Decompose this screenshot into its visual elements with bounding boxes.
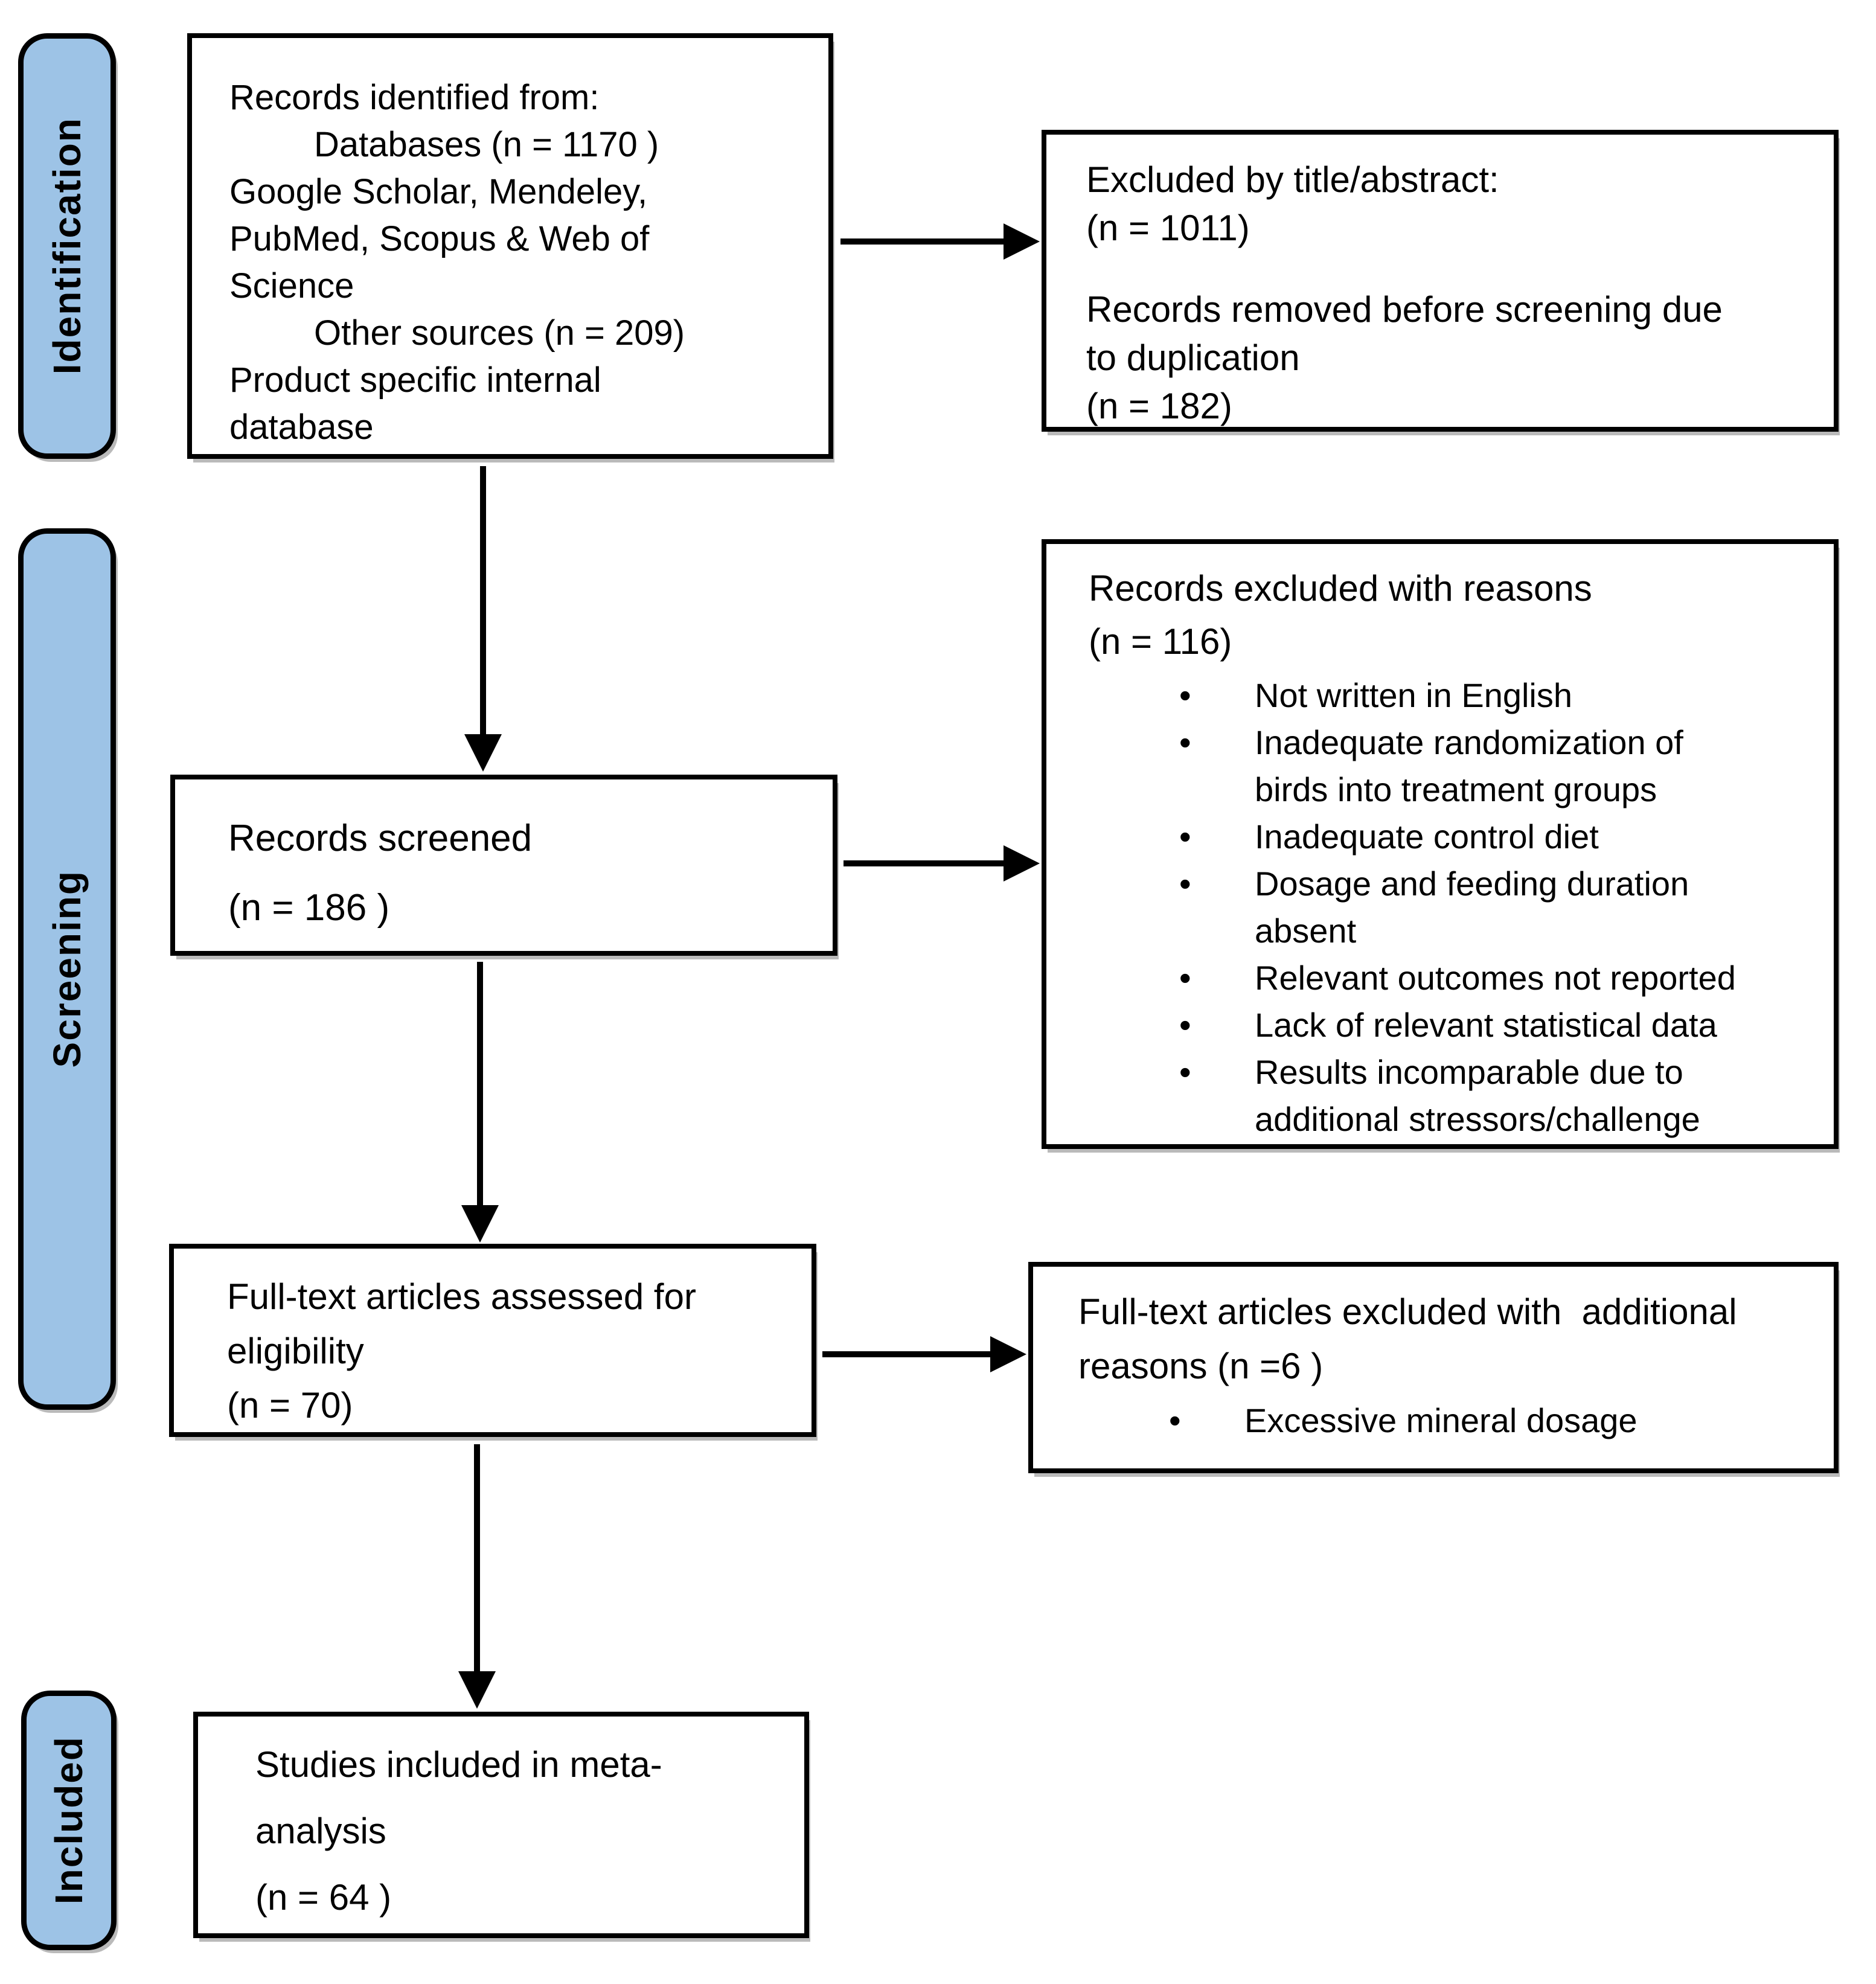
studies-included-line: Studies included in meta- bbox=[255, 1744, 662, 1785]
box-records-screened: Records screened (n = 186 ) bbox=[170, 775, 837, 956]
box-fulltext-excluded: Full-text articles excluded with additio… bbox=[1028, 1262, 1839, 1473]
box-records-excluded-reasons: Records excluded with reasons (n = 116) N… bbox=[1042, 539, 1839, 1149]
records-identified-line: PubMed, Scopus & Web of bbox=[229, 219, 650, 258]
stage-identification: Identification bbox=[18, 33, 116, 459]
arrow-shaft bbox=[822, 1351, 991, 1357]
records-identified-line: Databases (n = 1170 ) bbox=[314, 125, 659, 164]
arrow-head-down-icon bbox=[458, 1671, 496, 1709]
stage-included-label: Included bbox=[47, 1736, 91, 1905]
excluded-title-abstract-line: Records removed before screening due bbox=[1086, 289, 1723, 330]
studies-included-line: (n = 64 ) bbox=[255, 1877, 392, 1918]
arrow-shaft bbox=[480, 466, 486, 735]
exclusion-reason-item: Results incomparable due to additional s… bbox=[1089, 1049, 1825, 1143]
excluded-title-abstract-line: (n = 1011) bbox=[1086, 208, 1250, 248]
records-screened-line: (n = 186 ) bbox=[228, 887, 390, 929]
arrow-shaft bbox=[474, 1444, 480, 1672]
arrow-head-right-icon bbox=[990, 1336, 1026, 1372]
arrow-head-right-icon bbox=[1004, 223, 1040, 260]
excluded-title-abstract-line: to duplication bbox=[1086, 338, 1300, 378]
box-fulltext-assessed: Full-text articles assessed for eligibili… bbox=[169, 1244, 816, 1437]
arrow-shaft bbox=[844, 860, 1005, 866]
records-excluded-heading-line: (n = 116) bbox=[1089, 621, 1232, 662]
fulltext-excluded-heading-line: Full-text articles excluded with additio… bbox=[1078, 1291, 1737, 1332]
records-identified-line: Science bbox=[229, 266, 354, 306]
arrow-shaft bbox=[477, 962, 483, 1206]
stage-screening: Screening bbox=[18, 528, 116, 1410]
records-identified-line: database bbox=[229, 408, 374, 447]
stage-identification-label: Identification bbox=[45, 117, 89, 375]
fulltext-assessed-line: eligibility bbox=[227, 1331, 364, 1371]
arrow-head-right-icon bbox=[1004, 845, 1040, 882]
records-screened-line: Records screened bbox=[228, 818, 533, 859]
records-identified-line: Google Scholar, Mendeley, bbox=[229, 172, 648, 211]
arrow-shaft bbox=[840, 238, 1005, 245]
fulltext-excluded-heading-line: reasons (n =6 ) bbox=[1078, 1346, 1324, 1386]
exclusion-reason-item: Not written in English bbox=[1089, 672, 1825, 719]
stage-included: Included bbox=[21, 1691, 117, 1950]
arrow-head-down-icon bbox=[464, 734, 502, 772]
fulltext-assessed-line: Full-text articles assessed for bbox=[227, 1276, 696, 1317]
records-identified-line: Records identified from: bbox=[229, 78, 600, 117]
stage-screening-label: Screening bbox=[45, 870, 89, 1068]
exclusion-reason-item: Dosage and feeding duration absent bbox=[1089, 860, 1825, 955]
exclusion-reason-item: Inadequate control diet bbox=[1089, 813, 1825, 860]
exclusion-reason-item: Inadequate randomization of birds into t… bbox=[1089, 719, 1825, 813]
records-excluded-heading-line: Records excluded with reasons bbox=[1089, 568, 1592, 609]
excluded-title-abstract-line: Excluded by title/abstract: bbox=[1086, 159, 1499, 200]
fulltext-exclusion-reason-item: Excessive mineral dosage bbox=[1078, 1397, 1825, 1444]
arrow-head-down-icon bbox=[461, 1205, 499, 1243]
fulltext-assessed-line: (n = 70) bbox=[227, 1385, 353, 1426]
box-studies-included: Studies included in meta-analysis (n = 64… bbox=[193, 1712, 809, 1938]
studies-included-line: analysis bbox=[255, 1811, 386, 1851]
box-records-identified: Records identified from: Databases (n = 1… bbox=[187, 33, 833, 459]
excluded-title-abstract-line: (n = 182) bbox=[1086, 386, 1232, 426]
records-identified-line: Other sources (n = 209) bbox=[314, 313, 685, 353]
exclusion-reason-item: Relevant outcomes not reported bbox=[1089, 955, 1825, 1002]
box-excluded-title-abstract: Excluded by title/abstract: (n = 1011) Rec… bbox=[1042, 130, 1839, 432]
records-identified-line: Product specific internal bbox=[229, 360, 601, 400]
exclusion-reason-item: Lack of relevant statistical data bbox=[1089, 1002, 1825, 1049]
